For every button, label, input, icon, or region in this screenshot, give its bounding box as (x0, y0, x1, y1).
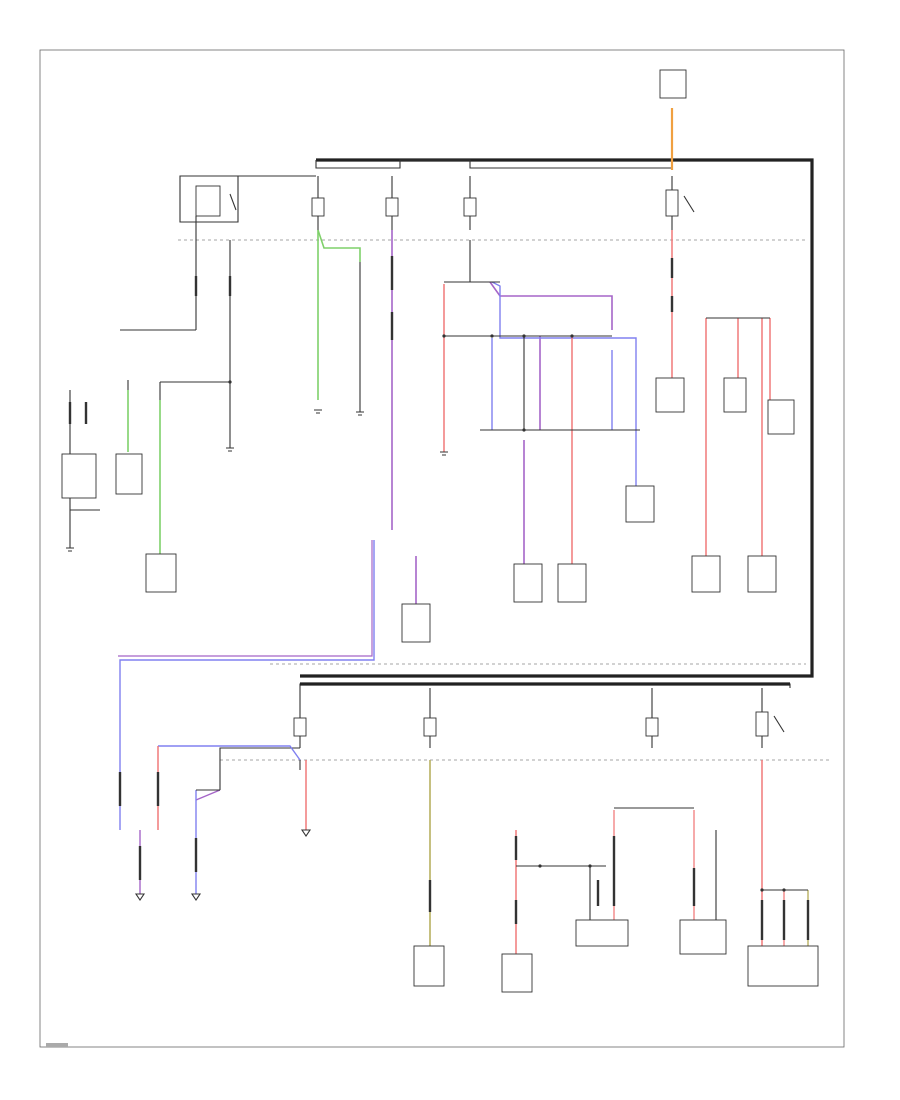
component-mid-1 (655, 377, 685, 413)
wires-black-lower (196, 760, 808, 920)
component-mid-2 (723, 377, 747, 413)
component-mid-6 (557, 563, 587, 603)
ground-symbol-5 (66, 547, 74, 552)
inline-fuses-upper (68, 256, 674, 424)
lower-fuse-sockets (293, 688, 785, 748)
lower-relay-lines (219, 747, 300, 790)
component-mid-9 (401, 603, 431, 643)
wire-blue-long (119, 540, 375, 830)
inline-fuses-lower (118, 772, 810, 940)
wires-purple (391, 230, 613, 604)
component-lower-3 (575, 919, 629, 947)
ground-symbol-3 (356, 411, 364, 416)
wires-red (443, 230, 771, 564)
wire-purple-long (118, 540, 373, 657)
wires-blue (491, 281, 637, 486)
component-mid-8 (747, 555, 777, 593)
component-mid-4 (625, 485, 655, 523)
wires-green (127, 229, 361, 554)
component-lower-1 (413, 945, 445, 987)
upper-fuse-box (178, 158, 814, 678)
ground-symbol-6 (134, 893, 146, 901)
corner-tag (46, 1043, 68, 1047)
component-left-3 (145, 553, 177, 593)
component-mid-3 (767, 399, 795, 435)
ground-symbol-8 (300, 829, 312, 837)
diagram-border (39, 49, 845, 1048)
upper-fuse-sockets (311, 176, 695, 230)
ground-symbol-1 (226, 447, 234, 452)
upper-bus-bar (300, 158, 814, 678)
component-lower-5 (747, 945, 819, 987)
upper-components (61, 377, 795, 643)
power-source-connector (659, 69, 687, 99)
component-left-1 (61, 453, 97, 499)
component-mid-7 (691, 555, 721, 593)
junction-dots (228, 334, 786, 892)
component-lower-2 (501, 953, 533, 993)
component-lower-4 (679, 919, 727, 955)
relay-switch-1 (229, 193, 237, 211)
upper-relay (195, 185, 221, 217)
component-mid-5 (513, 563, 543, 603)
upper-bus-jog (315, 159, 672, 169)
component-left-2 (115, 453, 143, 495)
upper-relay-box (179, 175, 316, 223)
lower-components (134, 829, 819, 993)
power-source-top (659, 69, 687, 170)
ground-symbol-2 (314, 409, 322, 414)
ground-symbol-4 (440, 451, 448, 456)
ground-symbol-7 (190, 893, 202, 901)
lower-fuse-box (219, 682, 830, 790)
